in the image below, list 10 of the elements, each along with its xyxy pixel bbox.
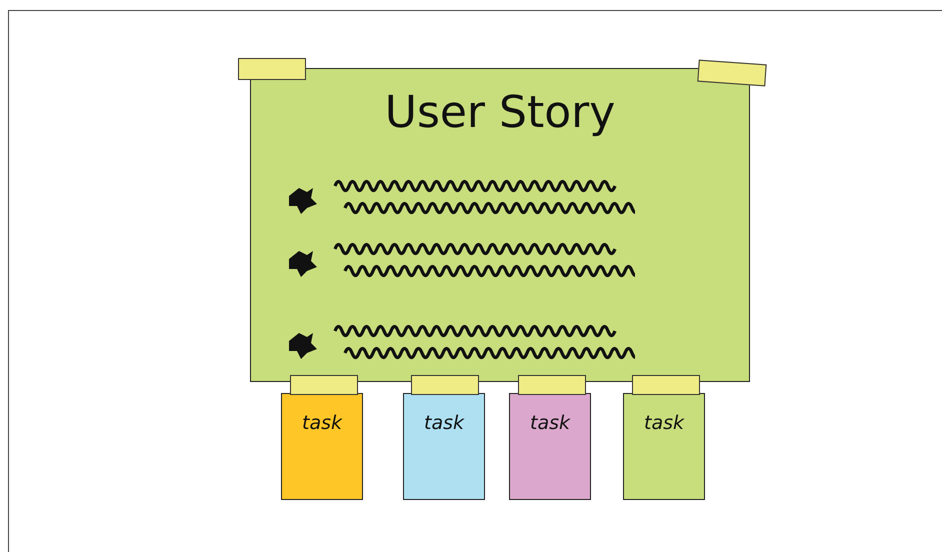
card-title: User Story (384, 87, 616, 138)
task-card (623, 393, 705, 500)
task-label: task (423, 412, 466, 434)
task-label: task (529, 412, 572, 434)
task-label: task (301, 412, 344, 434)
task-card (509, 393, 591, 500)
user-story-card (250, 68, 750, 382)
task-card (403, 393, 485, 500)
task-label: task (643, 412, 686, 434)
task-card (281, 393, 363, 500)
